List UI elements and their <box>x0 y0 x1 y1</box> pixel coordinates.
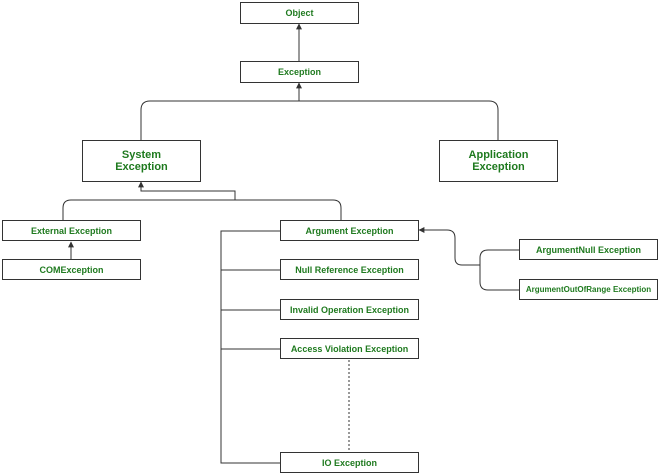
node-argument-out-of-range-exception-label: ArgumentOutOfRange Exception <box>525 284 652 294</box>
node-argument-exception-label: Argument Exception <box>305 225 394 236</box>
node-argument-exception: Argument Exception <box>280 220 419 241</box>
node-application-exception-line1: Application <box>468 149 529 161</box>
node-access-violation-exception-label: Access Violation Exception <box>290 343 409 354</box>
node-null-reference-exception-label: Null Reference Exception <box>295 264 404 275</box>
node-external-exception-label: External Exception <box>30 225 113 236</box>
node-exception-label: Exception <box>277 67 321 77</box>
node-access-violation-exception: Access Violation Exception <box>280 338 419 359</box>
edge-external-system <box>62 181 236 220</box>
node-com-exception-label: COMException <box>39 264 104 275</box>
node-system-exception: System Exception <box>82 140 201 182</box>
node-argument-out-of-range-exception: ArgumentOutOfRange Exception <box>519 279 658 300</box>
edge-bracket-argument-group <box>220 230 280 464</box>
edge-system-exception <box>140 82 302 140</box>
node-argument-null-exception: ArgumentNull Exception <box>519 239 658 260</box>
node-system-exception-line2: Exception <box>115 161 168 173</box>
node-com-exception: COMException <box>2 259 141 280</box>
node-null-reference-exception: Null Reference Exception <box>280 259 419 280</box>
node-exception: Exception <box>240 61 359 83</box>
edge-argumentnull-argument <box>418 227 519 266</box>
node-argument-null-exception-label: ArgumentNull Exception <box>535 244 641 255</box>
node-io-exception-label: IO Exception <box>321 457 377 468</box>
node-object: Object <box>240 2 359 24</box>
node-external-exception: External Exception <box>2 220 141 241</box>
node-io-exception: IO Exception <box>280 452 419 473</box>
node-invalid-operation-exception-label: Invalid Operation Exception <box>289 304 410 315</box>
node-object-label: Object <box>285 8 314 18</box>
node-invalid-operation-exception: Invalid Operation Exception <box>280 299 419 320</box>
node-application-exception-line2: Exception <box>472 161 525 173</box>
edge-argumentoutofrange-argument <box>479 265 519 291</box>
edge-argument-system <box>235 199 342 220</box>
node-application-exception: Application Exception <box>439 140 558 182</box>
edge-application-exception <box>299 100 499 140</box>
node-system-exception-line1: System <box>121 149 162 161</box>
